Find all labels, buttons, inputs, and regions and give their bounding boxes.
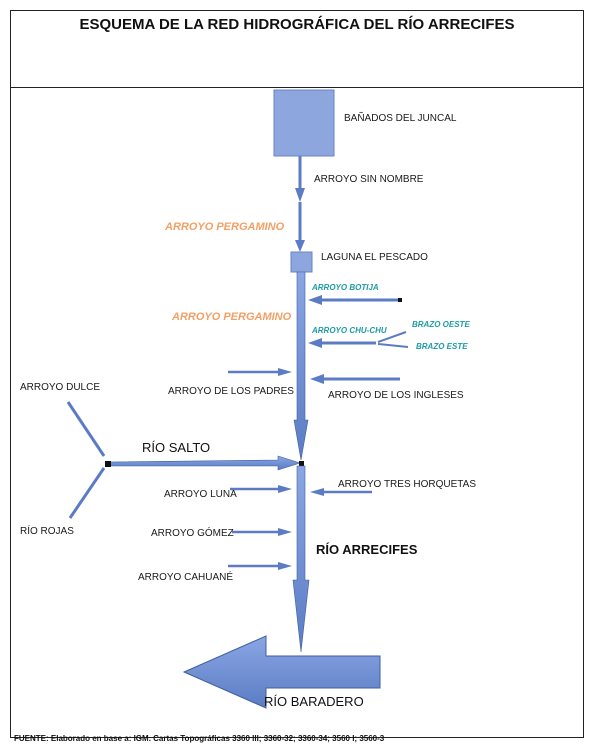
brazo-este-stream [377,343,409,348]
botija-label: ARROYO BOTIJA [311,283,379,292]
page-title: ESQUEMA DE LA RED HIDROGRÁFICA DEL RÍO A… [79,16,515,33]
baradero-label: RÍO BARADERO [264,694,364,709]
source-note: FUENTE: Elaborado en base a: IGM. Cartas… [14,734,385,743]
banados-label: BAÑADOS DEL JUNCAL [344,111,457,124]
laguna-node [290,251,313,273]
pergamino-label-2: ARROYO PERGAMINO [171,311,292,323]
brazo-oeste-label: BRAZO OESTE [412,320,470,329]
brazo-este-label: BRAZO ESTE [416,342,468,351]
luna-label: ARROYO LUNA [164,489,237,500]
salto-label: RÍO SALTO [142,440,210,455]
gomez-label: ARROYO GÓMEZ [151,526,234,539]
sin-nombre-label: ARROYO SIN NOMBRE [314,174,424,185]
padres-arrowhead [278,368,292,376]
pergamino-label-1: ARROYO PERGAMINO [164,221,285,233]
brazo-oeste-stream [377,331,407,343]
pergamino-main-stream [293,271,309,461]
cahuane-label: ARROYO CAHUANÉ [138,570,233,583]
tres-horquetas-label: ARROYO TRES HORQUETAS [338,479,476,490]
salto-origin [105,461,111,467]
arrecifes-label: RÍO ARRECIFES [316,542,418,557]
confluence-marker [299,461,304,466]
botija-arrowhead [308,295,322,305]
luna-arrowhead [278,485,292,493]
chu-chu-arrowhead [308,338,322,348]
pergamino-upper-arrowhead [295,240,305,252]
salto-stream [107,455,301,471]
baradero-arrow [182,635,381,709]
chu-chu-label: ARROYO CHU-CHU [311,326,387,335]
botija-source [398,298,402,302]
dulce-stream [66,401,106,457]
arrecifes-stream [292,465,310,653]
banados-node [273,89,335,157]
ingleses-label: ARROYO DE LOS INGLESES [328,390,464,401]
cahuane-arrowhead [278,562,292,570]
padres-label: ARROYO DE LOS PADRES [168,386,294,397]
dulce-label: ARROYO DULCE [20,382,100,393]
tres-horquetas-arrowhead [310,488,324,496]
laguna-label: LAGUNA EL PESCADO [321,252,428,263]
rojas-label: RÍO ROJAS [20,524,74,537]
sin-nombre-arrowhead [295,188,305,202]
title-box: ESQUEMA DE LA RED HIDROGRÁFICA DEL RÍO A… [10,10,584,88]
gomez-arrowhead [278,528,292,536]
rojas-stream [68,467,106,519]
ingleses-arrowhead [310,374,324,384]
